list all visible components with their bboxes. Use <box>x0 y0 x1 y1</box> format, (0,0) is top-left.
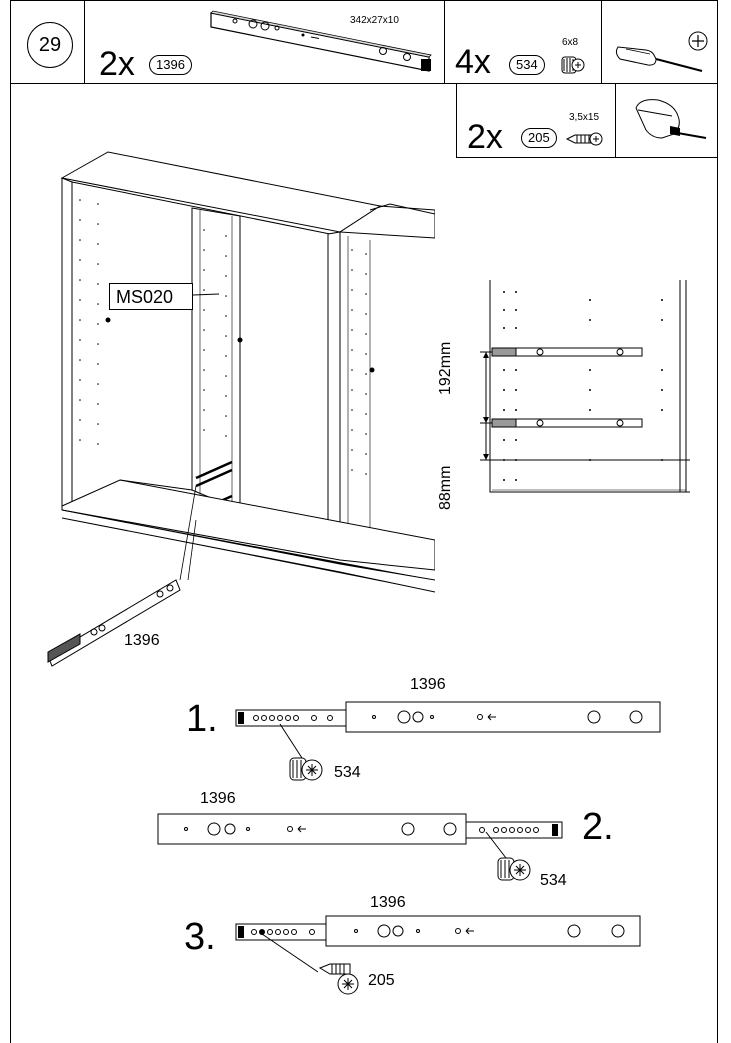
screw-205-icon <box>565 132 603 146</box>
page-frame <box>10 0 718 1043</box>
part-label-ms020: MS020 <box>109 283 193 310</box>
rail-placement-detail <box>480 280 690 493</box>
rail-part-number: 1396 <box>149 55 192 75</box>
screw-534-dimensions: 6x8 <box>562 37 579 48</box>
rail-callout-label: 1396 <box>124 632 160 649</box>
rail-dimensions: 342x27x10 <box>350 15 399 26</box>
step-2-number: 2. <box>582 806 614 848</box>
step-2-part-label: 1396 <box>200 790 236 807</box>
rail-quantity: 2x <box>99 45 135 83</box>
part-label-leader <box>193 293 220 296</box>
step-1-screw-label: 534 <box>334 764 361 781</box>
screw-534-part-number: 534 <box>509 55 545 75</box>
screw-534-cell: 4x 534 6x8 <box>444 0 602 84</box>
step-number: 29 <box>27 22 73 68</box>
step-3-rail <box>235 915 641 947</box>
step-3-screw-205 <box>261 933 359 995</box>
step-1-rail <box>235 701 661 733</box>
screw-534-icon <box>561 56 585 74</box>
screw-534-quantity: 4x <box>455 43 491 81</box>
screw-205-part-number: 205 <box>521 128 557 148</box>
step-3-screw-label: 205 <box>368 972 395 989</box>
step-3-number: 3. <box>184 916 216 958</box>
step-1-screw-534 <box>279 723 323 781</box>
tool-cell <box>601 0 718 84</box>
screw-205-quantity: 2x <box>467 118 503 156</box>
step-1-number: 1. <box>186 698 218 740</box>
step-3-part-label: 1396 <box>370 894 406 911</box>
screw-205-dimensions: 3,5x15 <box>569 112 600 123</box>
wardrobe-illustration <box>47 151 435 667</box>
step-2-screw-534 <box>485 831 531 881</box>
step-2-rail <box>157 813 563 845</box>
dimension-192mm: 192mm <box>437 341 454 395</box>
screwdriver-icon <box>615 31 708 72</box>
step-1-part-label: 1396 <box>410 676 446 693</box>
rail-parts-cell: 2x 1396 342x27x10 <box>84 0 445 84</box>
step-number-cell: 29 <box>10 0 85 84</box>
screw-205-cell: 2x 205 3,5x15 <box>456 83 616 158</box>
clip-tool-cell <box>615 83 718 158</box>
clip-drill-icon <box>635 99 707 139</box>
step-2-screw-label: 534 <box>540 872 567 889</box>
drawer-rail-icon <box>210 10 432 72</box>
dimension-88mm: 88mm <box>437 465 454 510</box>
